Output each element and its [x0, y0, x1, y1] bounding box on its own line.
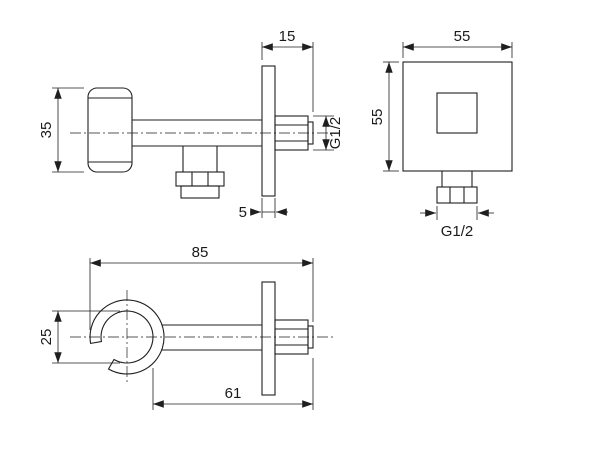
connection-pipe-top [162, 324, 262, 351]
dimension-holder-inner: 25 [38, 310, 120, 364]
dimension-depth: 15 [261, 28, 314, 112]
dimension-height: 35 [38, 87, 84, 173]
dim-61-label: 61 [225, 385, 242, 402]
threaded-outlet [436, 171, 478, 204]
dim-5-label: 5 [239, 204, 247, 221]
wall-plate-top [261, 281, 276, 396]
dim-15-label: 15 [279, 28, 296, 45]
connection-nut [274, 115, 314, 151]
holder-ring [89, 299, 165, 375]
dim-55w-label: 55 [454, 28, 471, 45]
wall-plate [261, 65, 276, 197]
thread-label-side: G1/2 [327, 117, 344, 150]
dimension-width: 55 [402, 28, 513, 58]
dimension-plate-thickness: 5 [239, 198, 288, 221]
side-view: 15 35 G1/2 5 [38, 28, 344, 221]
dim-85-label: 85 [192, 244, 209, 261]
dimension-thread-side: G1/2 [313, 115, 344, 151]
wall-plate-front [402, 61, 513, 172]
connection-nut-top [274, 319, 314, 355]
thread-label-front: G1/2 [441, 223, 474, 240]
dim-25-label: 25 [38, 329, 55, 346]
dim-55h-label: 55 [369, 109, 386, 126]
holder-body [87, 87, 133, 173]
outlet-fitting [175, 146, 225, 199]
inner-fitting [436, 92, 478, 134]
dimension-total-depth: 85 [89, 244, 314, 330]
front-view: 55 55 G1/2 [369, 28, 513, 240]
dimension-outlet-depth: 61 [152, 358, 314, 410]
dim-35-label: 35 [38, 122, 55, 139]
dimension-thread-front: G1/2 [420, 206, 494, 240]
dimension-height-front: 55 [369, 61, 399, 172]
top-view: 85 25 61 [38, 244, 335, 410]
connection-pipe [132, 119, 262, 147]
